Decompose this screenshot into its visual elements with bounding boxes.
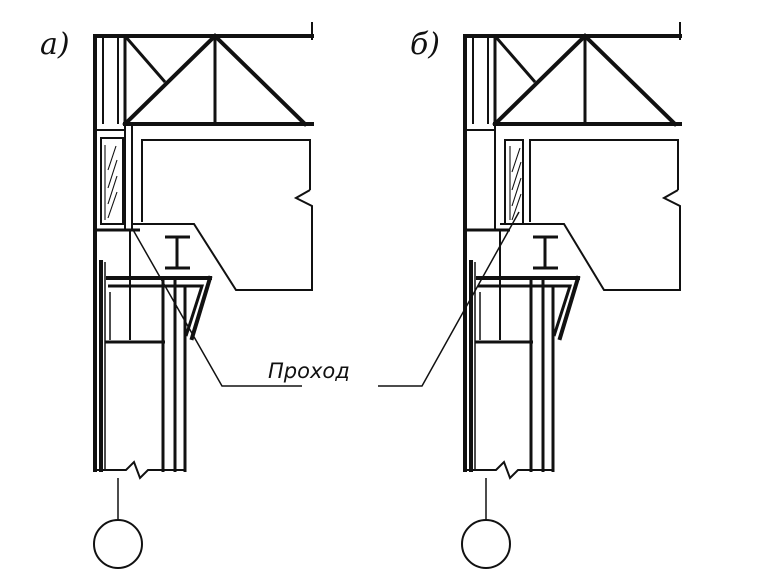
panel-a: а)	[40, 22, 314, 569]
panel-a-roof-truss	[93, 22, 314, 127]
panel-a-label: а)	[40, 27, 70, 62]
panel-a-axis-marker	[93, 478, 143, 569]
panel-b-axis-marker	[461, 478, 511, 569]
passage-label: Проход	[268, 359, 350, 383]
panel-b-ceiling-outline	[500, 139, 681, 291]
panel-a-ceiling-outline	[132, 139, 313, 291]
panel-b-i-beam	[533, 235, 558, 270]
panel-b-passage-leader	[378, 211, 520, 387]
panel-a-passage-leader	[131, 227, 302, 387]
panel-b: б)	[378, 22, 682, 569]
panel-b-window-panel	[504, 139, 524, 225]
panel-a-i-beam	[165, 235, 190, 270]
panel-a-window-panel	[100, 137, 124, 225]
panel-a-break-line	[95, 460, 185, 480]
panel-b-label: б)	[410, 27, 440, 62]
panel-b-bracket	[465, 228, 581, 472]
panel-b-break-line	[465, 460, 553, 480]
circle-icon	[461, 519, 511, 569]
panel-b-roof-truss	[463, 22, 682, 127]
circle-icon	[93, 519, 143, 569]
panel-a-bracket	[95, 228, 213, 472]
